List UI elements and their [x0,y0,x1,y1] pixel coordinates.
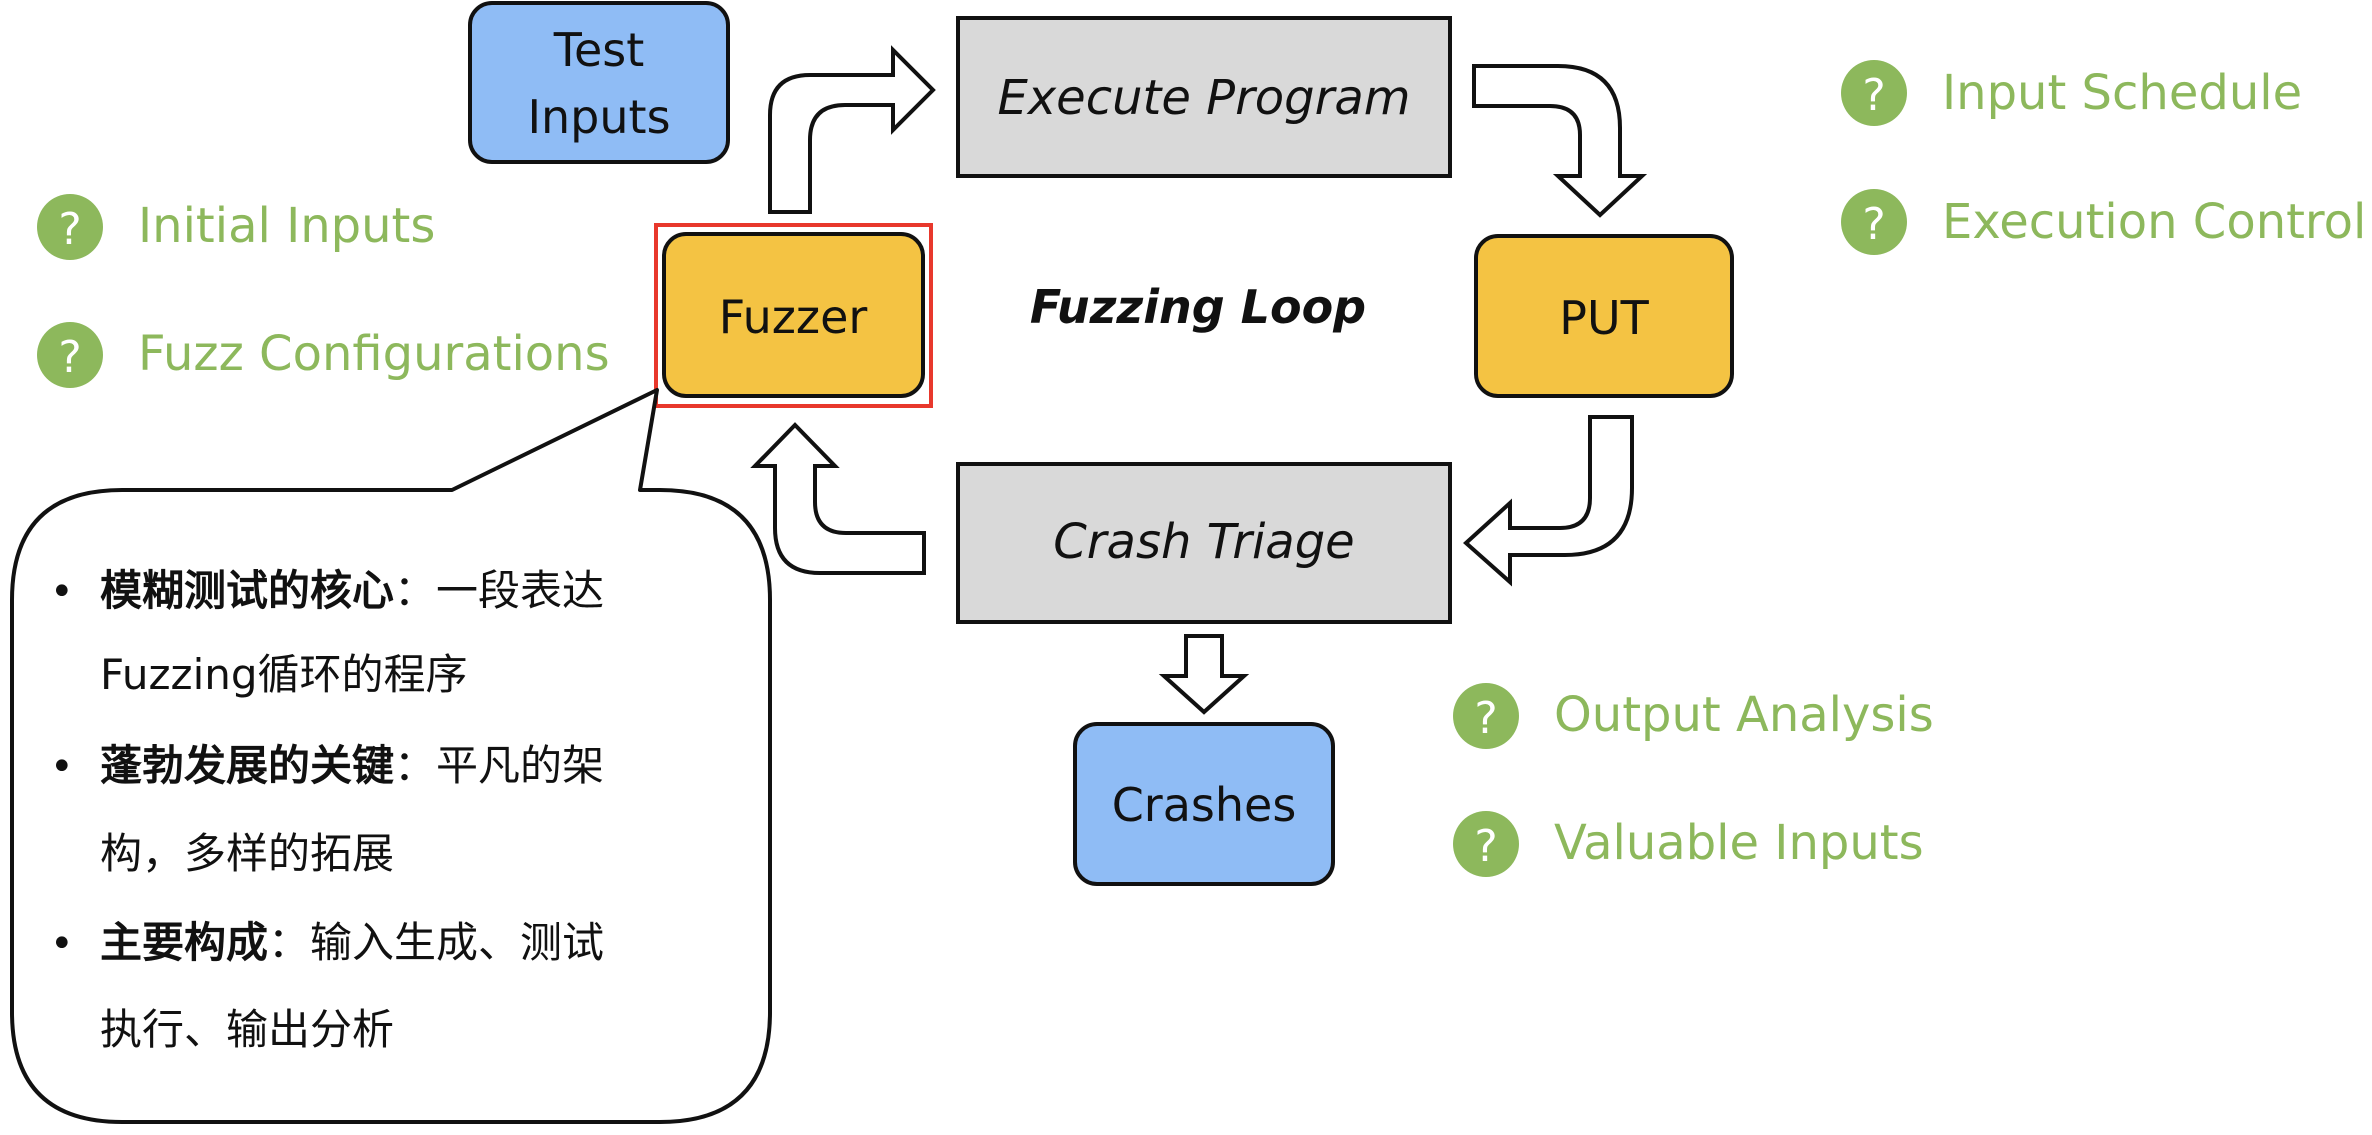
callout-bullet-1: • [50,569,74,615]
question-output-analysis: ? Output Analysis [1453,683,1934,749]
fuzzing-loop-title: Fuzzing Loop [1030,280,1366,334]
fuzzer-label: Fuzzer [719,290,868,344]
test-inputs-label-line1: Test [553,23,645,77]
callout-bullet-3: • [50,921,74,967]
valuable-inputs-label: Valuable Inputs [1554,815,1924,871]
execute-to-put-arrow-icon [1472,64,1648,218]
output-analysis-label: Output Analysis [1554,687,1934,743]
crash-triage-to-fuzzer-arrow-icon [750,422,926,575]
question-circle-icon [37,322,103,388]
fuzzer-highlight-frame [654,223,933,408]
execute-program-label: Execute Program [997,70,1410,126]
crash-triage-to-crashes-arrow-icon [1158,634,1250,715]
question-mark-glyph: ? [1474,821,1497,872]
callout-bullet-2: • [50,744,74,790]
crash-triage-node: Crash Triage [956,462,1452,624]
test-inputs-node: Test Inputs [468,1,730,164]
put-node: PUT [1474,234,1734,398]
question-circle-icon [1453,683,1519,749]
question-mark-glyph: ? [1862,70,1885,121]
input-schedule-label: Input Schedule [1942,65,2302,121]
put-to-crash-triage-arrow-icon [1463,415,1634,587]
question-mark-glyph: ? [1474,693,1497,744]
question-circle-icon [1841,189,1907,255]
question-circle-icon [1841,60,1907,126]
question-mark-glyph: ? [58,204,81,255]
question-mark-glyph: ? [58,332,81,383]
callout-item-3-line1: 主要构成：输入生成、测试 [100,918,604,967]
question-circle-icon [1453,811,1519,877]
question-input-schedule: ? Input Schedule [1841,60,2302,126]
fuzzer-node: Fuzzer [662,232,925,398]
put-label: PUT [1559,291,1649,345]
crashes-node: Crashes [1073,722,1335,886]
question-valuable-inputs: ? Valuable Inputs [1453,811,1924,877]
question-initial-inputs: ? Initial Inputs [37,194,435,260]
question-circle-icon [37,194,103,260]
execute-program-node: Execute Program [956,16,1452,178]
callout-item-1-line1: 模糊测试的核心：一段表达 [100,566,604,615]
execution-control-label: Execution Control [1942,194,2366,250]
question-fuzz-configurations: ? Fuzz Configurations [37,322,610,388]
fuzzer-to-execute-arrow-icon [768,45,936,214]
initial-inputs-label: Initial Inputs [138,198,435,254]
question-mark-glyph: ? [1862,199,1885,250]
crash-triage-label: Crash Triage [1053,514,1354,570]
callout-item-1-line2: Fuzzing循环的程序 [100,650,468,699]
callout-item-3-line2: 执行、输出分析 [100,1005,394,1054]
fuzz-configurations-label: Fuzz Configurations [138,326,610,382]
callout-bubble: • 模糊测试的核心：一段表达 Fuzzing循环的程序 • 蓬勃发展的关键：平凡… [10,388,772,1124]
callout-item-2-line2: 构，多样的拓展 [100,829,394,878]
test-inputs-label-line2: Inputs [527,90,670,144]
crashes-label: Crashes [1112,778,1297,832]
callout-item-2-line1: 蓬勃发展的关键：平凡的架 [100,741,604,790]
question-execution-control: ? Execution Control [1841,189,2366,255]
